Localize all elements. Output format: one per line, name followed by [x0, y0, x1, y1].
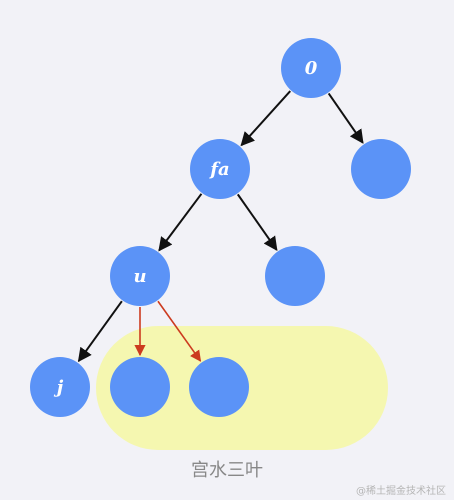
node-u-label: u [133, 266, 146, 287]
node-root-right [351, 139, 411, 199]
node-root: 0 [281, 38, 341, 98]
edge-u-to-u-child-right [157, 300, 202, 362]
edge-fa-to-fa-right [236, 193, 278, 251]
edge-fa-to-u [158, 193, 203, 252]
node-u: u [110, 246, 170, 306]
caption: 宫水三叶 [191, 460, 263, 481]
node-u-child-middle [110, 357, 170, 417]
edge-root-to-root-right [327, 92, 364, 144]
node-fa-right [265, 246, 325, 306]
edge-u-to-j [77, 300, 123, 363]
edges-group [77, 90, 364, 363]
edge-root-to-fa [240, 90, 291, 147]
node-j-label: j [54, 377, 64, 398]
node-j: j [30, 357, 90, 417]
node-fa-label: fa [208, 159, 229, 180]
node-u-child-right [189, 357, 249, 417]
node-fa: fa [190, 139, 250, 199]
watermark: @稀土掘金技术社区 [356, 484, 446, 497]
node-root-label: 0 [305, 58, 318, 79]
